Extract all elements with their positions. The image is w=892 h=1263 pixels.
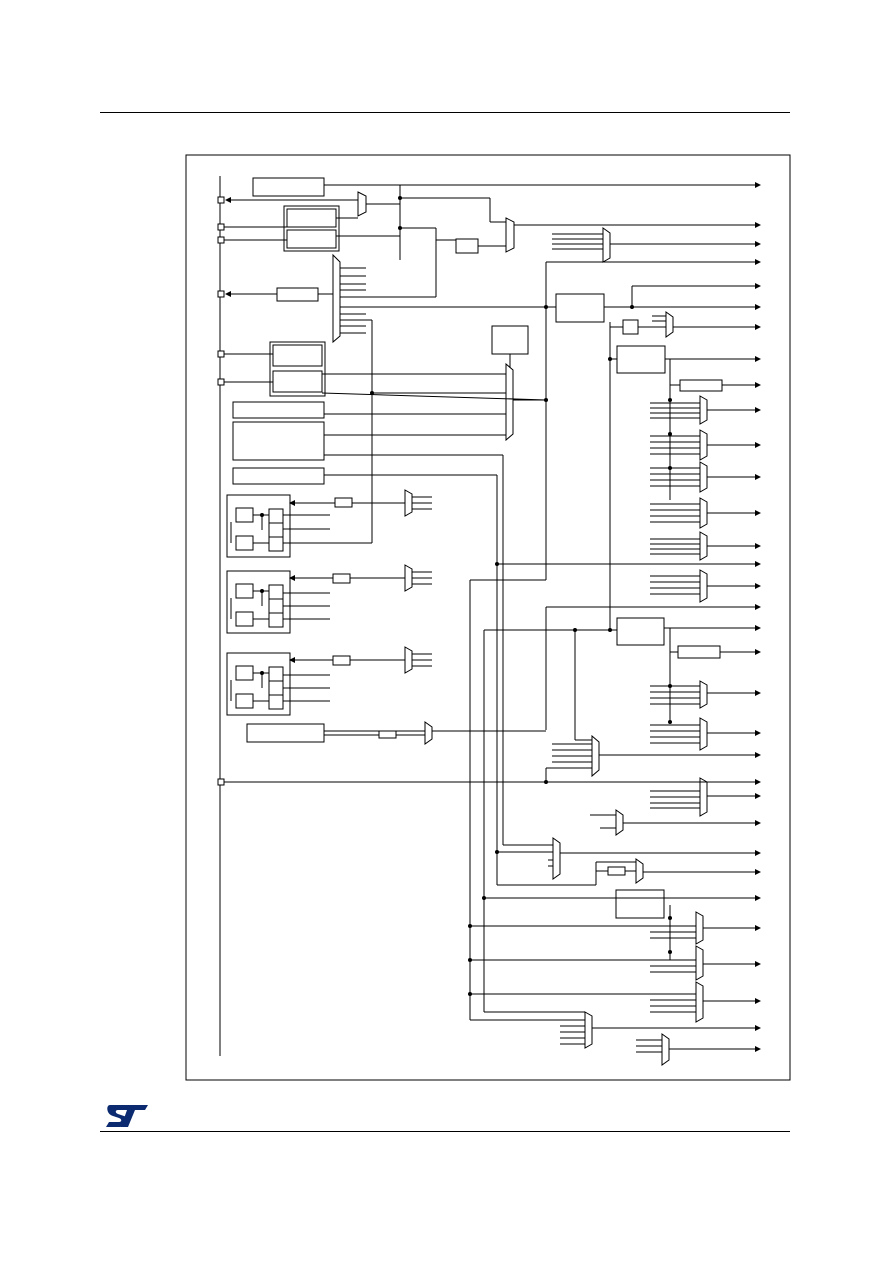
pin-6 [217, 378, 225, 386]
junction-dots [260, 196, 672, 996]
mux-mco [332, 253, 341, 344]
cluster-2 [226, 564, 432, 634]
mux-system-clock [505, 217, 515, 253]
block-top [252, 177, 325, 197]
figure-frame [185, 154, 791, 1081]
pin-5 [217, 350, 225, 358]
pin-3 [217, 236, 225, 244]
header-rule [100, 112, 790, 113]
cluster-3 [226, 646, 432, 716]
st-logo-icon [106, 1105, 148, 1127]
pin-7 [217, 778, 225, 786]
mux-middle [505, 362, 514, 442]
mux-top [357, 191, 367, 217]
pin-1 [217, 196, 225, 204]
pin-2 [217, 223, 225, 231]
pin-4 [217, 290, 225, 298]
cluster-1 [226, 489, 432, 558]
footer-rule [100, 1131, 790, 1132]
block-pll [555, 293, 605, 323]
